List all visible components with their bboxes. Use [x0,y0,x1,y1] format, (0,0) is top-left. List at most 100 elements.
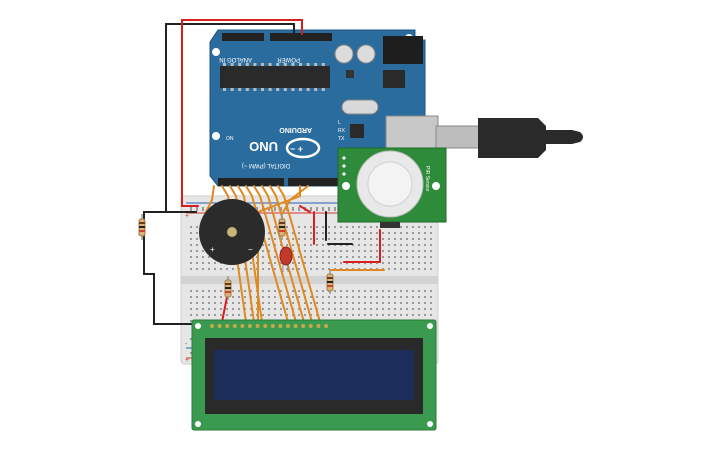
breadboard-hole [406,268,408,270]
breadboard-hole [394,256,396,258]
breadboard-hole [328,232,330,234]
breadboard-hole [346,290,348,292]
breadboard-hole [298,226,300,228]
breadboard-hole [382,232,384,234]
breadboard-hole [310,302,312,304]
breadboard-hole [292,296,294,298]
breadboard-hole [298,209,300,211]
breadboard-hole [286,268,288,270]
breadboard-hole [364,250,366,252]
breadboard-hole [364,290,366,292]
breadboard-hole [310,262,312,264]
breadboard-hole [286,226,288,228]
breadboard-hole [406,314,408,316]
breadboard-hole [274,302,276,304]
breadboard-hole [304,256,306,258]
breadboard-hole [364,256,366,258]
breadboard-hole [334,238,336,240]
breadboard-hole [340,314,342,316]
breadboard-hole [328,308,330,310]
breadboard-hole [406,244,408,246]
breadboard-hole [418,232,420,234]
breadboard-hole [190,238,192,240]
breadboard-hole [376,290,378,292]
breadboard-hole [364,244,366,246]
breadboard-hole [388,244,390,246]
breadboard-hole [322,262,324,264]
breadboard-hole [214,262,216,264]
breadboard-hole [412,314,414,316]
chip-pin [291,63,295,66]
breadboard-hole [268,250,270,252]
breadboard-hole [274,226,276,228]
breadboard-hole [202,314,204,316]
chip-pin [314,88,318,91]
breadboard-hole [304,232,306,234]
breadboard-hole [430,268,432,270]
breadboard-hole [334,308,336,310]
breadboard-hole [418,314,420,316]
breadboard-hole [334,256,336,258]
resistor-lcd [224,276,232,300]
breadboard-hole [322,244,324,246]
breadboard-hole [196,302,198,304]
breadboard-hole [280,308,282,310]
breadboard-hole [394,302,396,304]
lcd-pin [232,324,237,328]
chip-pin [291,88,295,91]
breadboard-hole [400,244,402,246]
breadboard-hole [202,290,204,292]
chip-pin [245,88,249,91]
resistor-left [138,214,146,240]
breadboard-hole [430,290,432,292]
digital-header-low [218,178,284,186]
breadboard-hole [274,296,276,298]
voltage-regulator [383,70,405,88]
breadboard-hole [394,296,396,298]
breadboard-hole [370,308,372,310]
breadboard-hole [406,308,408,310]
breadboard-hole [316,290,318,292]
breadboard-hole [298,238,300,240]
breadboard-hole [412,308,414,310]
breadboard-hole [406,232,408,234]
breadboard-hole [322,238,324,240]
breadboard-hole [424,238,426,240]
breadboard-hole [244,296,246,298]
breadboard-hole [418,262,420,264]
breadboard-hole [262,296,264,298]
breadboard-hole [394,308,396,310]
breadboard-hole [388,302,390,304]
buzzer-signal-wire [205,185,215,213]
breadboard-hole [412,262,414,264]
breadboard-hole [226,268,228,270]
breadboard-hole [268,302,270,304]
breadboard-hole [340,256,342,258]
signal-wire [269,185,313,323]
breadboard-hole [232,302,234,304]
breadboard-hole [328,268,330,270]
breadboard-hole [406,296,408,298]
breadboard-hole [238,296,240,298]
lcd-pin-header [210,324,328,328]
breadboard-hole [382,290,384,292]
pir-mount-hole [432,182,440,190]
breadboard-hole [364,302,366,304]
breadboard-hole [376,302,378,304]
breadboard-jumper-red-2 [299,205,311,213]
mounting-hole [212,48,220,56]
breadboard-hole [310,226,312,228]
breadboard-hole [250,308,252,310]
breadboard-hole [190,338,192,340]
breadboard-hole [340,296,342,298]
lcd-pin [210,324,214,328]
breadboard-hole [304,302,306,304]
breadboard-hole [334,232,336,234]
breadboard-hole [196,314,198,316]
chip-pin [276,88,280,91]
breadboard-hole [262,268,264,270]
breadboard-hole [346,302,348,304]
lcd-pin [278,324,283,328]
breadboard-hole [298,314,300,316]
breadboard-hole [358,226,360,228]
